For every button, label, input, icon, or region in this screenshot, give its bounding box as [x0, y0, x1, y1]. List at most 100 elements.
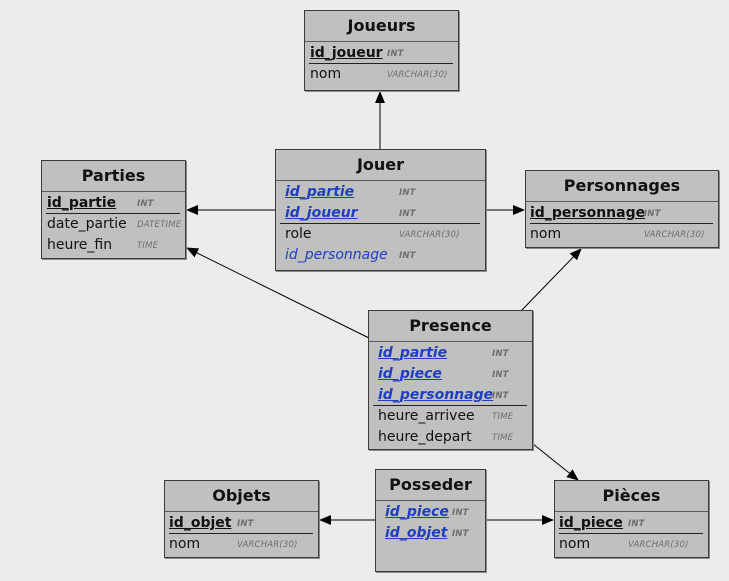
relation-presence-personnages [520, 248, 582, 312]
field-list: id_objet INT nom VARCHAR(30) [165, 512, 318, 555]
field-name: nom [530, 226, 562, 242]
field-type: INT [452, 529, 469, 539]
field-name: id_joueur [310, 45, 383, 61]
field-name: nom [559, 536, 591, 552]
field-name: id_partie [47, 195, 117, 211]
field-row[interactable]: nom VARCHAR(30) [165, 534, 318, 555]
table-title: Joueurs [305, 11, 458, 42]
field-type: VARCHAR(30) [237, 540, 298, 550]
field-type: INT [492, 391, 509, 401]
relation-presence-pieces [532, 443, 579, 481]
field-row[interactable]: id_joueur INT [305, 43, 458, 64]
table-title: Personnages [526, 171, 718, 202]
field-name: role [285, 226, 312, 242]
field-type: INT [399, 188, 416, 198]
field-list: id_joueur INT nom VARCHAR(30) [305, 42, 458, 85]
primary-key-separator [169, 533, 313, 534]
field-name: heure_fin [47, 237, 113, 253]
field-name: id_personnage [285, 247, 388, 263]
field-type: INT [237, 519, 254, 529]
field-type: VARCHAR(30) [644, 230, 705, 240]
field-row[interactable]: id_objet INT [376, 523, 485, 544]
field-name: id_piece [385, 504, 449, 520]
field-row[interactable]: id_objet INT [165, 513, 318, 534]
table-title: Posseder [376, 470, 485, 501]
field-row[interactable]: heure_depart TIME [369, 427, 532, 448]
field-row[interactable]: id_piece INT [369, 364, 532, 385]
field-name: id_piece [378, 366, 442, 382]
table-title: Parties [42, 161, 185, 192]
primary-key-separator [530, 223, 713, 224]
field-name: heure_depart [378, 429, 472, 445]
field-row[interactable]: id_personnage INT [276, 245, 485, 266]
field-name: nom [310, 66, 342, 82]
field-type: INT [399, 209, 416, 219]
field-row[interactable]: id_partie INT [276, 182, 485, 203]
field-type: TIME [492, 433, 514, 443]
field-name: id_objet [169, 515, 232, 531]
field-type: VARCHAR(30) [628, 540, 689, 550]
primary-key-separator [46, 213, 180, 214]
field-name: id_partie [285, 184, 355, 200]
field-row[interactable]: date_partie DATETIME [42, 214, 185, 235]
field-type: TIME [492, 412, 514, 422]
table-joueurs[interactable]: Joueurs id_joueur INT nom VARCHAR(30) [304, 10, 459, 91]
field-list: id_partie INT date_partie DATETIME heure_fin… [42, 192, 185, 256]
field-name: id_personnage [378, 387, 494, 403]
field-type: INT [492, 370, 509, 380]
field-name: id_partie [378, 345, 448, 361]
table-title: Pièces [555, 481, 708, 512]
field-row[interactable]: id_partie INT [369, 343, 532, 364]
primary-key-separator [559, 533, 703, 534]
field-type: TIME [137, 241, 159, 251]
field-name: heure_arrivee [378, 408, 475, 424]
table-title: Objets [165, 481, 318, 512]
field-type: DATETIME [137, 220, 182, 230]
field-type: INT [628, 519, 645, 529]
field-type: VARCHAR(30) [387, 70, 448, 80]
field-row[interactable]: nom VARCHAR(30) [305, 64, 458, 85]
field-row[interactable]: nom VARCHAR(30) [526, 224, 718, 245]
field-type: VARCHAR(30) [399, 230, 460, 240]
field-name: id_personnage [530, 205, 646, 221]
table-parties[interactable]: Parties id_partie INT date_partie DATETIME he… [41, 160, 186, 259]
field-name: id_piece [559, 515, 623, 531]
table-objets[interactable]: Objets id_objet INT nom VARCHAR(30) [164, 480, 319, 558]
table-title: Presence [369, 311, 532, 342]
table-pieces[interactable]: Pièces id_piece INT nom VARCHAR(30) [554, 480, 709, 558]
field-type: INT [387, 49, 404, 59]
field-type: INT [452, 508, 469, 518]
table-title: Jouer [276, 150, 485, 181]
field-row[interactable]: heure_fin TIME [42, 235, 185, 256]
field-name: id_joueur [285, 205, 358, 221]
field-row[interactable]: role VARCHAR(30) [276, 224, 485, 245]
field-name: date_partie [47, 216, 127, 232]
primary-key-separator [373, 405, 527, 406]
primary-key-separator [309, 63, 453, 64]
field-row[interactable]: nom VARCHAR(30) [555, 534, 708, 555]
field-name: id_objet [385, 525, 448, 541]
field-type: INT [399, 251, 416, 261]
field-type: INT [137, 199, 154, 209]
field-row[interactable]: id_joueur INT [276, 203, 485, 224]
field-row[interactable]: id_partie INT [42, 193, 185, 214]
field-list: id_piece INT nom VARCHAR(30) [555, 512, 708, 555]
field-row[interactable]: id_piece INT [555, 513, 708, 534]
field-type: INT [492, 349, 509, 359]
field-name: nom [169, 536, 201, 552]
field-type: INT [644, 209, 661, 219]
field-row[interactable]: heure_arrivee TIME [369, 406, 532, 427]
primary-key-separator [280, 223, 480, 224]
